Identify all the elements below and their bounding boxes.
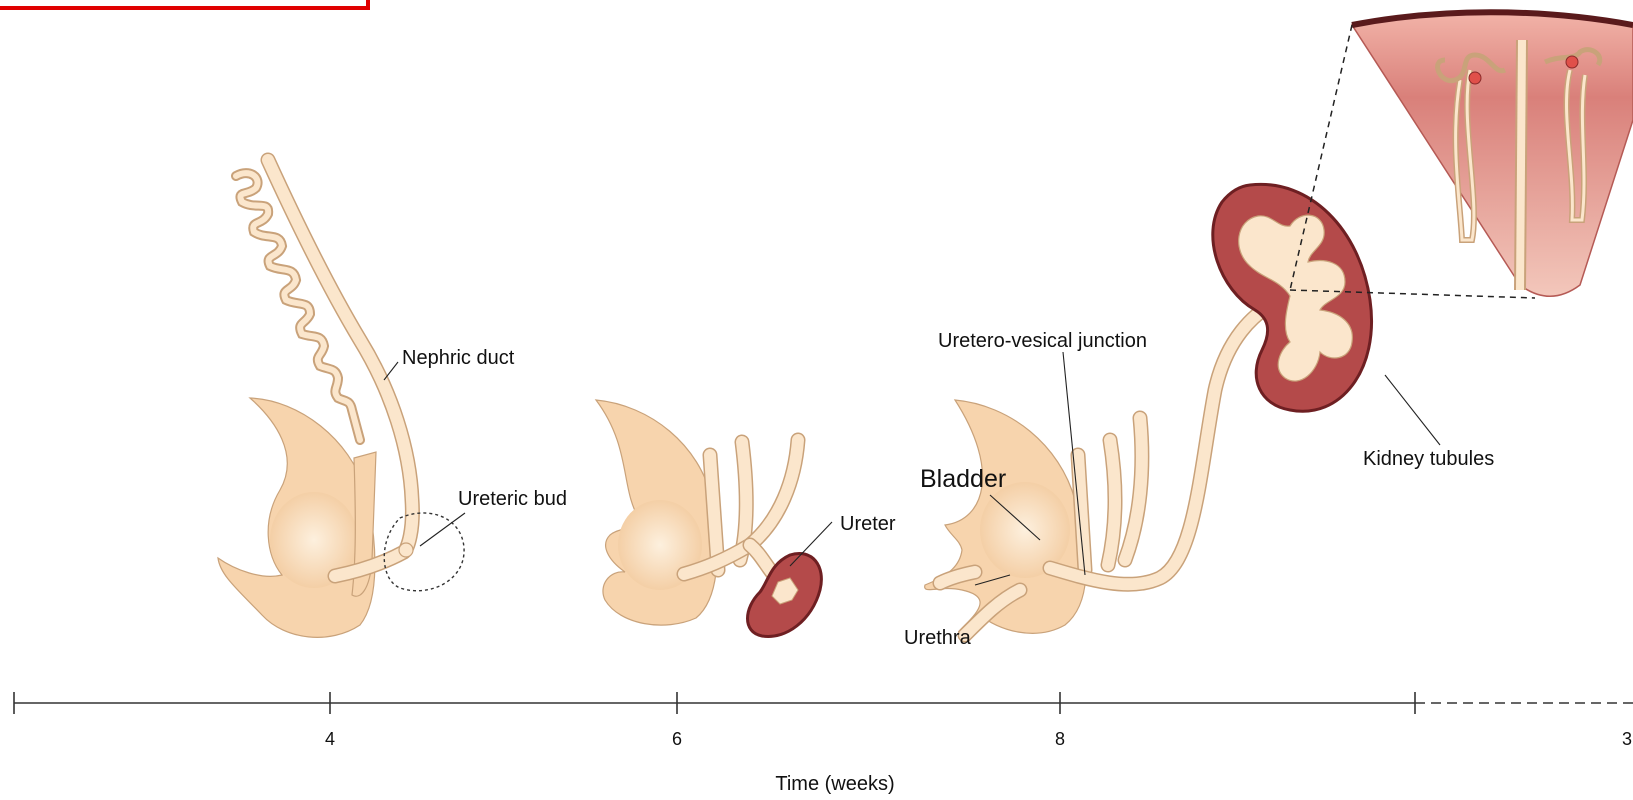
tick-label-8: 8 xyxy=(1055,729,1065,749)
stage-week-6 xyxy=(596,400,821,637)
label-ureteric-bud: Ureteric bud xyxy=(458,488,567,510)
tick-label-3: 3 xyxy=(1622,729,1632,749)
label-ureter: Ureter xyxy=(840,513,896,535)
time-axis xyxy=(14,692,1633,714)
stage-week-8 xyxy=(925,184,1372,635)
label-urethra: Urethra xyxy=(904,627,972,649)
tick-label-4: 4 xyxy=(325,729,335,749)
label-uretero-vesical-junction: Uretero-vesical junction xyxy=(938,330,1147,352)
axis-title: Time (weeks) xyxy=(775,773,894,795)
tick-label-6: 6 xyxy=(672,729,682,749)
label-kidney-tubules: Kidney tubules xyxy=(1363,448,1494,470)
label-nephric-duct: Nephric duct xyxy=(402,347,515,369)
highlight-box xyxy=(0,0,368,8)
label-bladder: Bladder xyxy=(920,465,1006,493)
stage-week-4 xyxy=(218,160,464,637)
